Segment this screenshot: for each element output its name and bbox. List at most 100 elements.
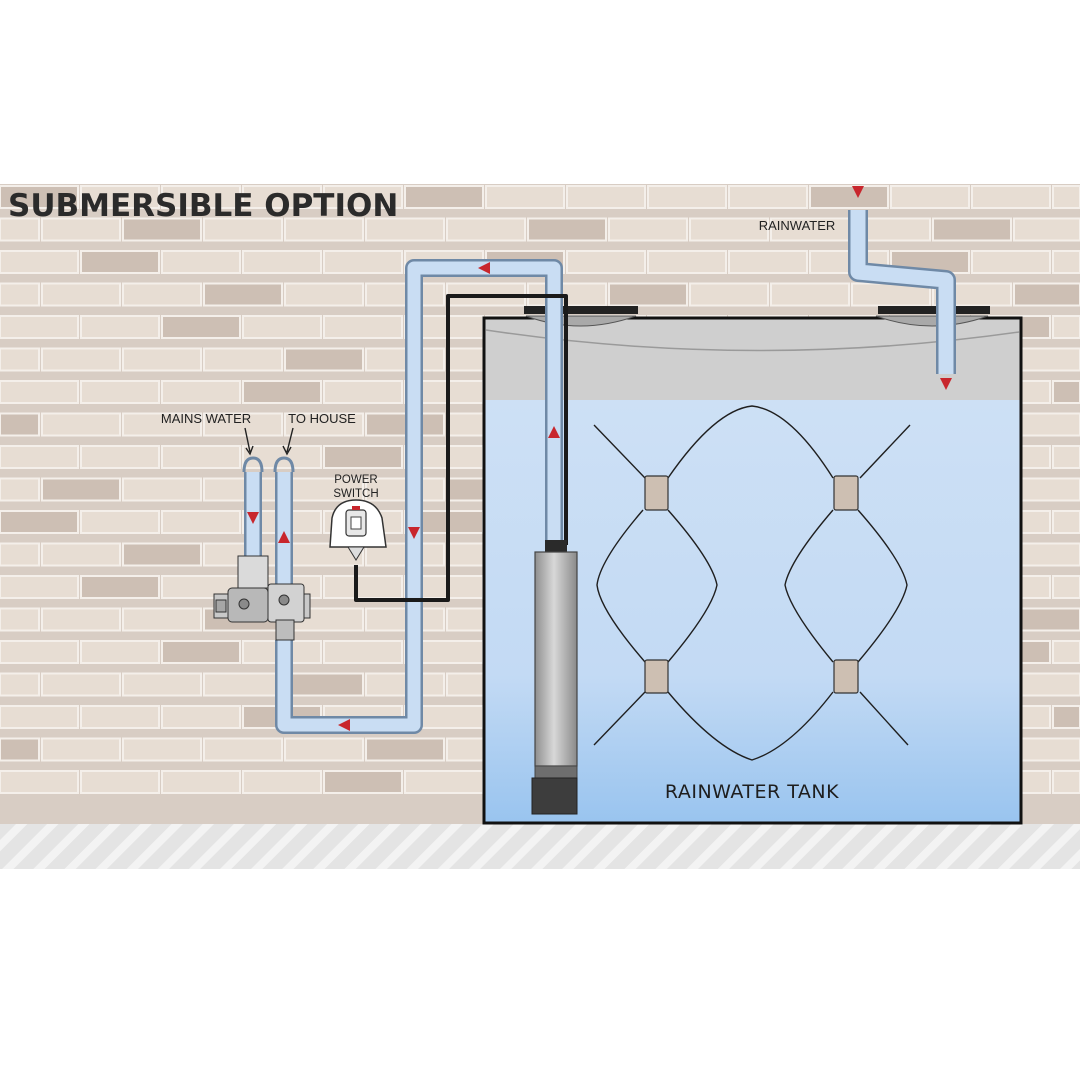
brick (80, 315, 160, 339)
brick (0, 705, 79, 729)
spacer-clip (644, 659, 669, 694)
brick (608, 282, 688, 307)
brick (1052, 315, 1080, 339)
brick (971, 250, 1051, 274)
brick (566, 250, 646, 274)
brick (323, 445, 403, 469)
brick (122, 217, 202, 242)
brick (203, 282, 283, 307)
brick (971, 185, 1051, 209)
brick (161, 315, 241, 339)
page-title: SUBMERSIBLE OPTION (8, 188, 398, 224)
brick (41, 217, 121, 242)
brick (0, 477, 40, 502)
mains-switch-valve-icon (213, 555, 311, 641)
brick (284, 412, 364, 437)
brick (1052, 640, 1080, 664)
brick (323, 250, 403, 274)
brick (527, 217, 607, 242)
brick (242, 185, 322, 209)
flow-arrow-icon (852, 186, 864, 198)
brick (0, 217, 40, 242)
tank-baffle-web (593, 405, 911, 761)
brick (161, 510, 241, 534)
rainwater-inlet-pipe (850, 210, 954, 374)
brick (323, 380, 403, 404)
brick (0, 607, 40, 632)
brick (161, 445, 241, 469)
brick (0, 445, 79, 469)
brick (647, 250, 727, 274)
rainwater-label: RAINWATER (759, 218, 836, 233)
flow-arrow-icon (338, 719, 350, 731)
brick (1052, 575, 1080, 599)
brick (0, 770, 79, 794)
brick (1013, 412, 1080, 437)
label-pointers (244, 427, 294, 456)
brick (1052, 380, 1080, 404)
brick (0, 672, 40, 697)
brick (41, 282, 121, 307)
brick (284, 347, 364, 372)
spacer-clip (833, 659, 859, 694)
flow-arrows (247, 186, 952, 731)
brick (1013, 737, 1080, 762)
brick (608, 217, 688, 242)
power-switch-label-line1: POWER (334, 474, 377, 486)
brick (1013, 347, 1080, 372)
spacer-clip (644, 475, 669, 511)
brick (1052, 770, 1080, 794)
flow-arrow-icon (940, 378, 952, 390)
brick (0, 542, 40, 567)
brick (404, 185, 484, 209)
brick (41, 477, 121, 502)
brick (0, 412, 40, 437)
house-elbow (273, 456, 295, 473)
brick (122, 282, 202, 307)
flow-arrow-icon (478, 262, 490, 274)
house-pointer-head (282, 445, 292, 456)
brick (1052, 250, 1080, 274)
brick (284, 282, 364, 307)
brick (0, 380, 79, 404)
brick (1013, 607, 1080, 632)
brick (161, 705, 241, 729)
mains-pointer-head (245, 445, 254, 456)
submersible-pump-icon (531, 540, 578, 815)
brick (0, 575, 79, 599)
brick (80, 445, 160, 469)
mains-water-label: MAINS WATER (161, 411, 251, 426)
brick (122, 672, 202, 697)
brick (1052, 510, 1080, 534)
brick (1052, 185, 1080, 209)
brick (122, 412, 202, 437)
brick (932, 217, 1012, 242)
brick (242, 380, 322, 404)
brick (890, 185, 970, 209)
brick (1052, 445, 1080, 469)
brick (728, 185, 808, 209)
brick (80, 770, 160, 794)
pump-power-cable (354, 294, 568, 602)
brick (122, 347, 202, 372)
brick (323, 640, 403, 664)
brick (122, 607, 202, 632)
brick (284, 737, 364, 762)
to-house-label: TO HOUSE (288, 411, 356, 426)
brick (689, 217, 769, 242)
brick (203, 737, 283, 762)
brick (770, 282, 850, 307)
brick (284, 217, 364, 242)
brick (323, 575, 403, 599)
pipe-elbows (242, 456, 295, 473)
spacer-clip (833, 475, 859, 511)
brick (242, 770, 322, 794)
tank-outline (482, 316, 1023, 825)
power-switch-label-line2: SWITCH (333, 488, 378, 500)
brick (323, 315, 403, 339)
brick (323, 770, 403, 794)
brick (203, 672, 283, 697)
brick (0, 737, 40, 762)
flow-arrow-icon (278, 531, 290, 543)
